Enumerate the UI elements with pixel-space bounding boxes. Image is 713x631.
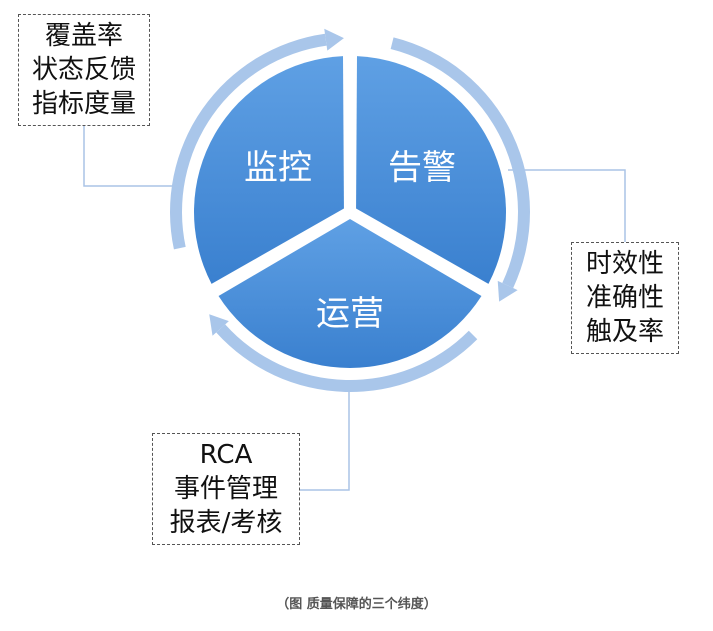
segment-label-monitor: 监控: [244, 148, 312, 188]
monitor-metric-item: 覆盖率: [44, 21, 123, 51]
segment-operations: [218, 219, 482, 368]
arc-alert-to-operations: [390, 37, 530, 289]
operations-metrics-box: RCA 事件管理 报表/考核: [152, 433, 300, 545]
segment-alert: [356, 56, 506, 284]
arc-monitor-to-alert-arrowhead: [324, 28, 344, 51]
alert-metric-item: 准确性: [585, 283, 664, 313]
connector-operations: [300, 390, 350, 491]
monitor-metric-item: 指标度量: [31, 89, 136, 119]
connector-alert: [508, 169, 626, 242]
segment-label-operations: 运营: [316, 294, 384, 334]
alert-metric-item: 时效性: [585, 249, 664, 279]
arc-alert-to-operations-arrowhead: [497, 280, 518, 302]
alert-metrics-box: 时效性 准确性 触及率: [571, 242, 679, 354]
operations-metric-item: RCA: [199, 440, 253, 470]
arc-monitor-to-alert: [170, 33, 327, 250]
monitor-metric-item: 状态反馈: [31, 55, 136, 85]
arc-operations-to-monitor-arrowhead: [209, 314, 229, 336]
operations-metric-item: 报表/考核: [169, 508, 283, 538]
arc-operations-to-monitor: [216, 324, 478, 393]
alert-metric-item: 触及率: [585, 317, 664, 347]
operations-metric-item: 事件管理: [173, 474, 278, 504]
cycle-arcs: [170, 28, 530, 393]
monitor-metrics-box: 覆盖率 状态反馈 指标度量: [18, 14, 150, 126]
segment-label-alert: 告警: [388, 148, 456, 188]
figure-caption: （图 质量保障的三个纬度）: [276, 597, 437, 612]
connector-monitor: [83, 126, 178, 187]
cycle-segments: [194, 56, 506, 368]
segment-monitor: [194, 56, 344, 284]
